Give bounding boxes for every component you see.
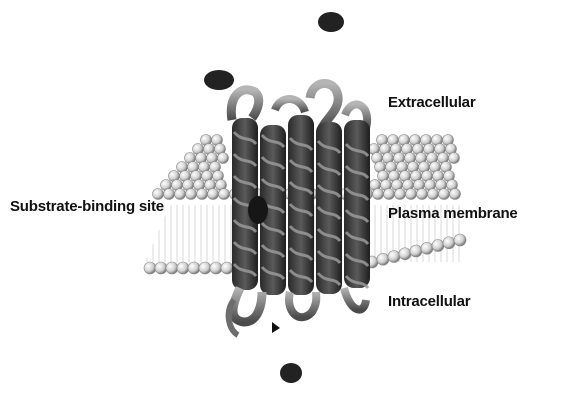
pointer-arrow [272, 322, 280, 333]
lipid-head [432, 240, 444, 252]
lipid-head [208, 189, 219, 200]
lipid-head [175, 189, 186, 200]
lipid-head [377, 253, 389, 265]
lipid-head [221, 262, 233, 274]
lipid-head [373, 189, 384, 200]
substrate-molecule-bottom [280, 363, 302, 383]
lipid-head [417, 189, 428, 200]
lipid-head [454, 234, 466, 246]
lipid-head [421, 242, 433, 254]
label-intracellular: Intracellular [388, 293, 470, 310]
lipid-head [395, 189, 406, 200]
lipid-head [144, 262, 156, 274]
lipid-head [166, 262, 178, 274]
lipid-head [218, 153, 229, 164]
lipid-head [406, 189, 417, 200]
substrate-molecule-left [204, 70, 234, 90]
lipid-head [384, 189, 395, 200]
lipid-head [428, 189, 439, 200]
binding-site-pocket [248, 196, 268, 224]
lipid-head [399, 248, 411, 260]
lipid-head [197, 189, 208, 200]
lipid-head [439, 189, 450, 200]
lipid-head [164, 189, 175, 200]
lipid-head [188, 262, 200, 274]
lipid-head [186, 189, 197, 200]
lipid-head [210, 262, 222, 274]
lipid-head [219, 189, 230, 200]
lipid-head [177, 262, 189, 274]
lipid-head [449, 153, 460, 164]
lipid-head [410, 245, 422, 257]
substrate-molecule-top [318, 12, 344, 32]
label-extracellular: Extracellular [388, 94, 475, 111]
lipid-head [450, 189, 461, 200]
lipid-head [443, 237, 455, 249]
lipid-head [155, 262, 167, 274]
lipid-head [199, 262, 211, 274]
label-plasma-membrane: Plasma membrane [388, 205, 518, 222]
lipid-head [388, 251, 400, 263]
label-substrate-binding-site: Substrate-binding site [10, 198, 164, 215]
